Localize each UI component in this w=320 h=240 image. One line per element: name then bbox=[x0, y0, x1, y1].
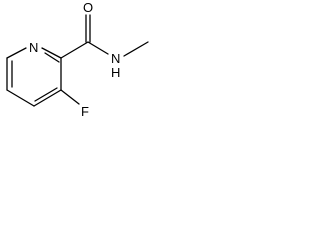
bond-amide-n-methyl bbox=[123, 41, 149, 57]
carbonyl-oxygen-label: O bbox=[83, 0, 93, 15]
bond-ring-n-c2-inner bbox=[44, 52, 60, 63]
structure-drawing: N O N H F bbox=[6, 0, 149, 119]
fluorine-label: F bbox=[81, 104, 89, 119]
bond-c6-ring-n bbox=[6, 47, 27, 59]
amide-nitrogen-label: N bbox=[111, 51, 120, 66]
bond-c3-fluorine bbox=[60, 89, 80, 105]
bond-ring-n-c2 bbox=[41, 47, 62, 59]
amide-hydrogen-label: H bbox=[111, 65, 120, 80]
bond-c3-c4 bbox=[33, 89, 62, 107]
bond-carbonyl-amide-n bbox=[87, 41, 109, 55]
pyridine-ring bbox=[6, 47, 62, 107]
bond-c2-carbonyl bbox=[60, 41, 89, 59]
ring-nitrogen-label: N bbox=[29, 40, 38, 55]
bond-c3-c4-inner bbox=[34, 87, 58, 102]
bond-c4-c5 bbox=[6, 89, 35, 107]
carboxamide-group bbox=[60, 14, 149, 59]
